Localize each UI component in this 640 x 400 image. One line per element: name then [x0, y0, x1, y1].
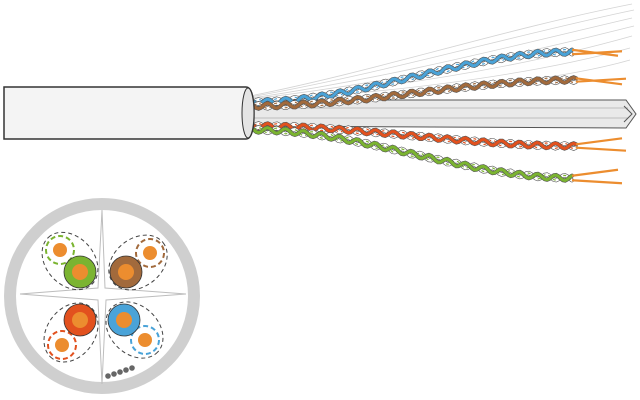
copper-core [143, 246, 157, 260]
cross-section-pair-blue [105, 301, 164, 359]
copper-core [116, 312, 132, 328]
wire-blue [252, 48, 574, 107]
copper-end [575, 77, 627, 83]
copper-end [575, 146, 627, 152]
wire-green [252, 126, 574, 183]
copper-end [575, 137, 623, 146]
drain-strand [129, 365, 135, 371]
wire-brown [252, 75, 578, 111]
drain-strand [105, 373, 111, 379]
cross-section-pair-orange [43, 302, 99, 363]
twisted-pair-brown [251, 75, 627, 111]
drain-strand [117, 369, 123, 375]
copper-end [571, 179, 623, 185]
copper-core [72, 264, 88, 280]
twisted-pairs-side [251, 47, 627, 185]
drain-strand [111, 371, 117, 377]
twisted-pair-orange [251, 121, 627, 152]
drain-strand [123, 367, 129, 373]
cable-cross-section-icon [4, 198, 200, 394]
drain-wire [105, 365, 135, 379]
cross-section-pair-green [41, 231, 99, 291]
copper-core [53, 243, 67, 257]
wire-orange [252, 121, 578, 151]
copper-core [55, 338, 69, 352]
cross-section-conductors [41, 231, 168, 363]
twisted-pair-green [251, 125, 623, 185]
twisted-pair-blue [251, 47, 623, 107]
copper-end [571, 168, 619, 177]
cross-section-pair-brown [108, 234, 168, 291]
copper-core [72, 312, 88, 328]
cable-jacket [3, 86, 255, 140]
copper-end [571, 50, 623, 56]
copper-core [138, 333, 152, 347]
copper-core [118, 264, 134, 280]
